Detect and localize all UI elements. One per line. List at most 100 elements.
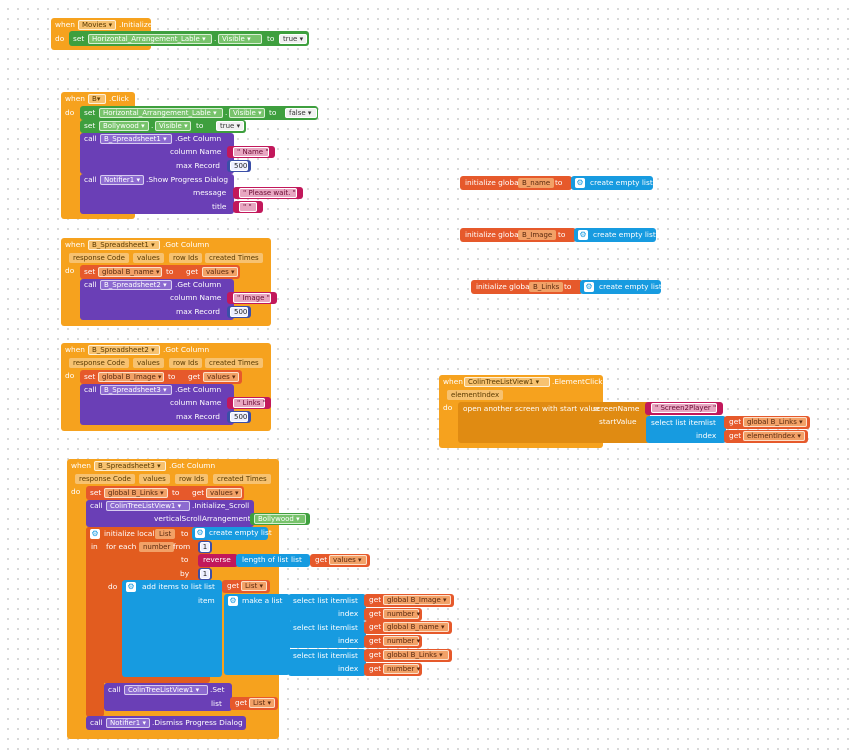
text-value-screen2player[interactable]: " Screen2Player "	[651, 403, 717, 413]
global-variable-name[interactable]: B_name	[518, 178, 555, 188]
number-literal-1[interactable]: 1	[198, 541, 212, 553]
number-value[interactable]: 500	[230, 412, 248, 422]
select-list-item-b-name[interactable]: select list item list index	[288, 621, 366, 648]
set-bollywood-visible-block[interactable]: set Bollywood ▾ . Visible ▾ to true ▾	[80, 120, 246, 133]
get-values-dropdown[interactable]: values ▾	[206, 488, 242, 498]
call-tree-initialize-scroll[interactable]: call ColinTreeListView1 ▾ .Initialize_Sc…	[86, 500, 254, 527]
number-literal-1[interactable]: 1	[198, 568, 212, 580]
mutator-gear-icon[interactable]: ⚙	[90, 529, 100, 539]
mutator-gear-icon[interactable]: ⚙	[126, 582, 136, 592]
component-dropdown-spreadsheet1[interactable]: B_Spreadsheet1 ▾	[100, 134, 172, 144]
mutator-gear-icon[interactable]: ⚙	[584, 282, 594, 292]
create-empty-list-block[interactable]: ⚙ create empty list	[571, 176, 653, 190]
create-empty-list-block[interactable]: ⚙ create empty list	[192, 527, 272, 540]
select-list-item-b-links[interactable]: select list item list index	[288, 649, 366, 676]
variable-dropdown-b-image[interactable]: global B_Image ▾	[383, 595, 451, 605]
variable-dropdown-b-image[interactable]: global B_Image ▾	[98, 372, 164, 382]
get-list-dropdown[interactable]: List ▾	[241, 581, 267, 591]
get-values-dropdown[interactable]: values ▾	[203, 372, 239, 382]
get-number-block[interactable]: get number ▾	[364, 663, 422, 676]
set-global-b-name[interactable]: set global B_name ▾ to get values ▾	[80, 265, 240, 279]
get-global-b-name-block[interactable]: get global B_name ▾	[364, 621, 452, 634]
param-row-ids[interactable]: row Ids	[169, 358, 203, 368]
param-row-ids[interactable]: row Ids	[169, 253, 203, 263]
number-value[interactable]: 1	[200, 569, 210, 579]
boolean-true-value[interactable]: true ▾	[216, 121, 244, 131]
mutator-gear-icon[interactable]: ⚙	[578, 230, 588, 240]
number-literal-500[interactable]: 500	[227, 306, 251, 318]
set-global-b-image[interactable]: set global B_Image ▾ to get values ▾	[80, 370, 242, 384]
param-created-times[interactable]: created Times	[213, 474, 271, 484]
mutator-gear-icon[interactable]: ⚙	[195, 528, 205, 538]
boolean-false-value[interactable]: false ▾	[285, 108, 317, 118]
length-of-list-block[interactable]: length of list list	[236, 554, 310, 567]
call-spreadsheet3-get-column[interactable]: call B_Spreadsheet3 ▾ .Get Column column…	[80, 384, 234, 425]
variable-dropdown-b-name[interactable]: global B_name ▾	[383, 622, 449, 632]
get-number-dropdown[interactable]: number ▾	[383, 664, 420, 674]
get-values-dropdown[interactable]: values ▾	[329, 555, 367, 565]
call-notifier-dismiss-progress[interactable]: call Notifier1 ▾ .Dismiss Progress Dialo…	[86, 716, 246, 730]
param-response-code[interactable]: response Code	[69, 253, 129, 263]
text-value-image[interactable]: " Image "	[233, 293, 271, 303]
component-dropdown-tree[interactable]: ColinTreeListView1 ▾	[106, 501, 190, 511]
component-dropdown-b[interactable]: B▾	[88, 94, 106, 104]
set-global-b-links[interactable]: set global B_Links ▾ to get values ▾	[86, 486, 244, 500]
number-value[interactable]: 500	[230, 307, 248, 317]
component-dropdown-bollywood[interactable]: Bollywood ▾	[254, 514, 306, 524]
get-element-index-dropdown[interactable]: elementIndex ▾	[743, 431, 805, 441]
init-global-b-name[interactable]: initialize global B_name to	[460, 176, 572, 190]
property-dropdown-visible[interactable]: Visible ▾	[229, 108, 265, 118]
get-local-list-block[interactable]: get List ▾	[222, 580, 270, 593]
init-global-b-image[interactable]: initialize global B_Image to	[460, 228, 576, 242]
call-spreadsheet1-get-column[interactable]: call B_Spreadsheet1 ▾ .Get Column column…	[80, 133, 234, 174]
text-literal-screen2player[interactable]: " Screen2Player "	[645, 402, 723, 415]
param-values[interactable]: values	[133, 253, 164, 263]
select-list-item-start-value[interactable]: select list item list index	[646, 416, 726, 443]
variable-dropdown-b-name[interactable]: global B_name ▾	[98, 267, 162, 277]
get-number-dropdown[interactable]: number ▾	[383, 636, 420, 646]
global-variable-name[interactable]: B_Image	[518, 230, 557, 240]
component-dropdown-tree[interactable]: ColinTreeListView1 ▾	[124, 685, 208, 695]
get-global-b-links-block[interactable]: get global B_Links ▾	[364, 649, 452, 662]
set-horizontal-visible-block[interactable]: set Horizontal_Arrangement_Lable ▾ . Vis…	[69, 31, 309, 46]
param-created-times[interactable]: created Times	[205, 358, 263, 368]
text-value-name[interactable]: " Name "	[233, 147, 269, 157]
variable-dropdown-b-links[interactable]: global B_Links ▾	[104, 488, 168, 498]
get-number-block[interactable]: get number ▾	[364, 608, 422, 621]
call-spreadsheet2-get-column[interactable]: call B_Spreadsheet2 ▾ .Get Column column…	[80, 279, 234, 320]
component-dropdown-spreadsheet2[interactable]: B_Spreadsheet2 ▾	[100, 280, 172, 290]
text-value-links[interactable]: " Links "	[233, 398, 266, 408]
create-empty-list-block[interactable]: ⚙ create empty list	[580, 280, 662, 294]
get-values-dropdown[interactable]: values ▾	[202, 267, 238, 277]
component-dropdown-horizontal[interactable]: Horizontal_Arrangement_Lable ▾	[88, 34, 212, 44]
get-values-block[interactable]: get values ▾	[310, 554, 370, 567]
boolean-true-value[interactable]: true ▾	[279, 34, 307, 44]
get-global-b-links-block[interactable]: get global B_Links ▾	[724, 416, 810, 429]
set-horizontal-visible-false-block[interactable]: set Horizontal_Arrangement_Lable ▾ . Vis…	[80, 106, 318, 120]
param-row-ids[interactable]: row Ids	[175, 474, 209, 484]
text-literal-image[interactable]: " Image "	[227, 292, 277, 304]
call-tree-set[interactable]: call ColinTreeListView1 ▾ .Set list	[104, 683, 232, 711]
property-dropdown-visible[interactable]: Visible ▾	[155, 121, 191, 131]
get-number-block[interactable]: get number ▾	[364, 635, 422, 648]
number-value[interactable]: 500	[230, 161, 248, 171]
add-items-to-list-block[interactable]: ⚙ add items to list list item	[122, 580, 222, 677]
variable-dropdown-b-links[interactable]: global B_Links ▾	[743, 417, 807, 427]
text-literal-name[interactable]: " Name "	[227, 146, 275, 158]
text-literal-please-wait[interactable]: " Please wait. "	[233, 187, 303, 199]
select-list-item-b-image[interactable]: select list item list index	[288, 594, 366, 621]
call-notifier-show-progress[interactable]: call Notifier1 ▾ .Show Progress Dialog m…	[80, 174, 234, 214]
text-value-please-wait[interactable]: " Please wait. "	[239, 188, 297, 198]
text-value-empty[interactable]: " "	[239, 202, 257, 212]
text-literal-links[interactable]: " Links "	[227, 397, 271, 409]
number-value[interactable]: 1	[200, 542, 210, 552]
component-dropdown-bollywood[interactable]: Bollywood ▾	[99, 121, 149, 131]
get-element-index-block[interactable]: get elementIndex ▾	[724, 430, 808, 443]
component-dropdown-movies[interactable]: Movies ▾	[78, 20, 116, 30]
param-values[interactable]: values	[139, 474, 170, 484]
bollywood-component-block[interactable]: Bollywood ▾	[250, 513, 310, 525]
loop-variable-number[interactable]: number	[139, 542, 175, 552]
reverse-list-block[interactable]: reverse	[198, 554, 238, 567]
param-response-code[interactable]: response Code	[75, 474, 135, 484]
component-dropdown-notifier[interactable]: Notifier1 ▾	[106, 718, 150, 728]
